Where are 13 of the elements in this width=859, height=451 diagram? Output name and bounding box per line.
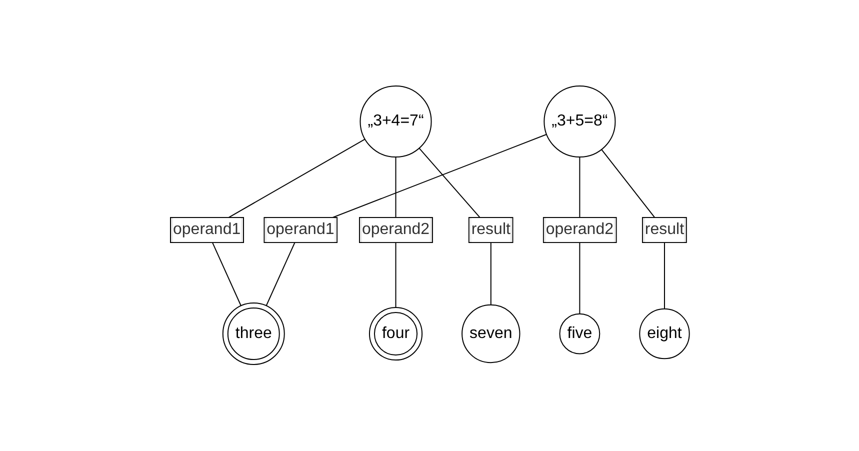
edge-label: result [471,221,510,238]
edge-label: result [644,221,684,238]
node-circle: eight [638,308,690,360]
edge-label: operand1 [266,221,334,238]
edge-label: operand2 [546,221,614,238]
node-circle: three [222,302,285,366]
node-circle: five [559,314,600,354]
node-circle: seven [461,304,520,364]
node-circle: four [368,307,422,361]
edge-label: operand2 [362,221,430,238]
node-circle: „3+4=7“ [360,86,432,158]
edge-label: operand1 [172,221,240,238]
node-circle: „3+5=8“ [544,86,616,158]
